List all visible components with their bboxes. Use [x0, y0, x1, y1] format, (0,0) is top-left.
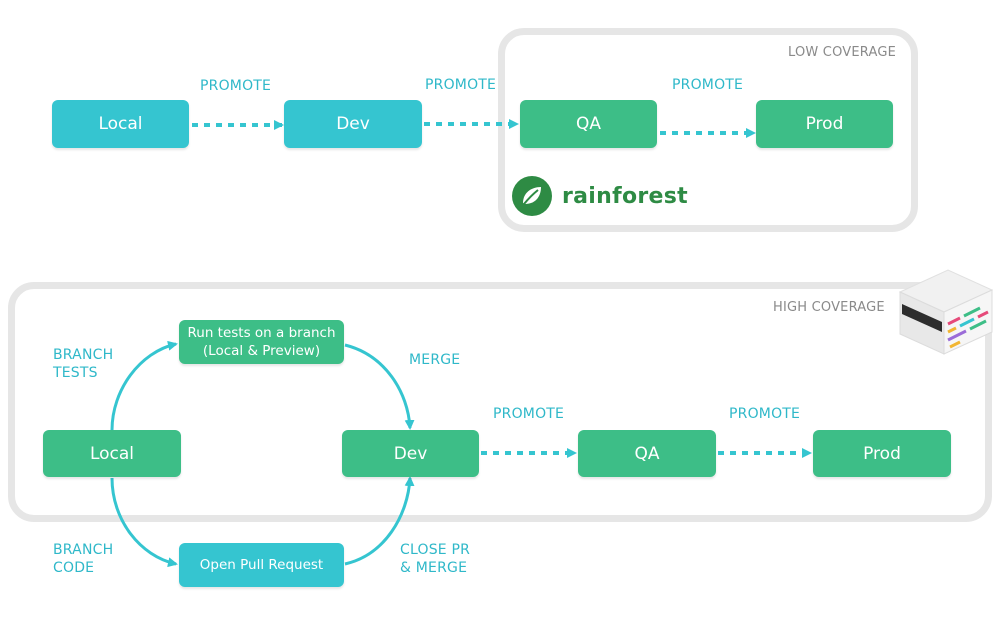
node-top-qa: QA	[520, 100, 657, 148]
node-bottom-prod: Prod	[813, 430, 951, 477]
node-open-pr: Open Pull Request	[179, 543, 344, 587]
high-coverage-label: HIGH COVERAGE	[773, 300, 885, 315]
edge-label-bottom-dev-qa: PROMOTE	[493, 406, 565, 422]
edge-label-top-local-dev: PROMOTE	[200, 78, 272, 94]
node-top-prod: Prod	[756, 100, 893, 148]
high-coverage-panel	[8, 282, 992, 522]
edge-openpr-dev	[344, 476, 415, 566]
node-top-dev: Dev	[284, 100, 422, 148]
low-coverage-label: LOW COVERAGE	[788, 45, 897, 60]
edge-label-close-pr: CLOSE PR & MERGE	[400, 542, 471, 576]
edge-label-top-dev-qa: PROMOTE	[425, 77, 497, 93]
node-run-tests: Run tests on a branch (Local & Preview)	[179, 320, 344, 364]
edge-label-top-qa-prod: PROMOTE	[672, 77, 744, 93]
edge-label-branch-tests: BRANCH TESTS	[53, 347, 114, 381]
node-bottom-dev: Dev	[342, 430, 479, 477]
edge-local-openpr	[110, 477, 178, 568]
edge-local-runtests	[110, 340, 178, 431]
leaf-icon	[512, 176, 552, 216]
edge-label-merge: MERGE	[409, 352, 461, 368]
rainforest-brand: rainforest	[512, 176, 688, 216]
node-bottom-qa: QA	[578, 430, 716, 477]
node-bottom-local: Local	[43, 430, 181, 477]
node-top-local: Local	[52, 100, 189, 148]
edge-label-branch-code: BRANCH CODE	[53, 542, 114, 576]
terminal-cube-icon	[896, 264, 994, 356]
edge-runtests-dev	[344, 343, 415, 430]
edge-label-bottom-qa-prod: PROMOTE	[729, 406, 801, 422]
brand-name: rainforest	[562, 183, 688, 209]
